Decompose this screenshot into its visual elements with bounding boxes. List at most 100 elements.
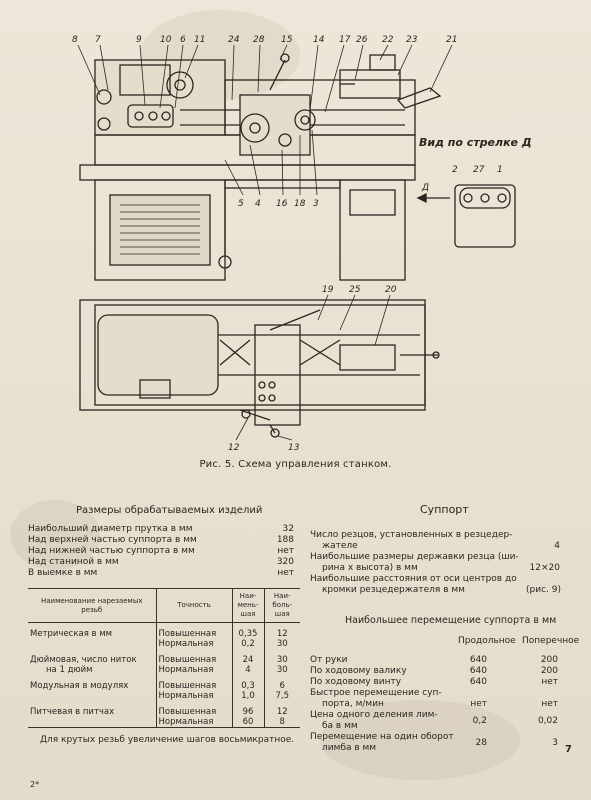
page-number: 7 (565, 744, 572, 755)
min-cell: 4 (231, 665, 264, 675)
min-cell: 60 (231, 717, 264, 728)
dimension-value: 320 (276, 557, 294, 567)
max-cell: 30 (263, 665, 300, 675)
callout-label: 18 (294, 199, 306, 209)
max-cell: 8 (263, 717, 300, 728)
movement-trans: нет (541, 677, 558, 687)
movement-trans: нет (541, 699, 558, 709)
max-cell: 7,5 (263, 691, 300, 701)
precision-cell: Нормальная (155, 639, 232, 649)
callout-label: 14 (313, 35, 325, 45)
support-label: Наибольшие расстояния от оси центров до (310, 574, 517, 584)
dimension-value: 32 (282, 524, 294, 534)
callout-label: 23 (406, 35, 418, 45)
min-cell: 0,3 (231, 681, 264, 691)
dimension-value: нет (277, 568, 294, 578)
callout-label: 7 (95, 35, 101, 45)
min-cell: 1,0 (231, 691, 264, 701)
support-label: рина x высота) в мм (322, 563, 418, 573)
thread-name: на 1 дюйм (46, 665, 93, 675)
movement-trans: 200 (540, 655, 558, 665)
precision-cell: Нормальная (155, 691, 232, 701)
max-cell: 6 (263, 681, 300, 691)
callout-label: 26 (356, 35, 368, 45)
support-value: 4 (554, 541, 560, 551)
callout-label: 22 (382, 35, 394, 45)
table-row: Нормальная 1,0 7,5 (28, 691, 300, 701)
callout-label: 20 (385, 285, 397, 295)
movement-trans: 0,02 (537, 716, 558, 726)
movement-trans: 200 (540, 666, 558, 676)
callout-label: 4 (255, 199, 261, 209)
dimension-label: Над верхней частью суппорта в мм (28, 535, 197, 545)
precision-cell: Нормальная (155, 665, 232, 675)
col-header-transverse: Поперечное (522, 636, 580, 646)
callout-label: 15 (281, 35, 293, 45)
precision-cell: Повышенная (155, 681, 232, 691)
movement-label: Цена одного деления лим- (310, 710, 438, 720)
support-value: 12×20 (529, 563, 560, 573)
callout-label: 19 (322, 285, 334, 295)
movement-long: 640 (469, 666, 487, 676)
callout-label: 28 (253, 35, 265, 45)
movement-label: Перемещение на один оборот (310, 732, 454, 742)
col-header: Наи-боль-шая (263, 588, 300, 623)
table-header-row: Наименование нарезаемых резьб Точность Н… (28, 588, 300, 623)
movement-long: 640 (469, 677, 487, 687)
movement-trans: 3 (552, 738, 558, 748)
movement-title: Наибольшее перемещение суппорта в мм (345, 615, 557, 626)
movement-long: нет (470, 699, 487, 709)
table-row: Метрическая в мм Повышенная 0,35 12 (28, 629, 300, 639)
callout-label: 2 (452, 165, 458, 175)
callout-label: 12 (228, 443, 240, 453)
movement-long: 0,2 (472, 716, 487, 726)
thread-name: Модульная в модулях (30, 681, 129, 691)
precision-cell: Повышенная (155, 707, 232, 717)
support-label: Наибольшие размеры державки резца (ши- (310, 552, 519, 562)
callout-label: 8 (72, 35, 78, 45)
view-arrow-label: Вид по стрелке Д (419, 136, 532, 149)
movement-label: По ходовому валику (310, 666, 407, 676)
max-cell: 30 (263, 639, 300, 649)
callout-label: 25 (349, 285, 361, 295)
table-row: Модульная в модулях Повышенная 0,3 6 (28, 681, 300, 691)
table-row: Нормальная 60 8 (28, 717, 300, 728)
thread-name: Питчевая в питчах (30, 707, 115, 717)
col-header-longitudinal: Продольное (458, 636, 516, 646)
callout-label: 3 (313, 199, 319, 209)
threads-table: Наименование нарезаемых резьб Точность Н… (28, 588, 300, 728)
min-cell: 0,2 (231, 639, 264, 649)
table-row: на 1 дюйм Нормальная 4 30 (28, 665, 300, 675)
movement-label: По ходовому винту (310, 677, 402, 687)
movement-long: 28 (475, 738, 487, 748)
precision-cell: Повышенная (155, 655, 232, 665)
lathe-control-diagram: 8 7 9 10 6 11 24 28 15 14 17 26 22 23 21… (72, 35, 516, 453)
min-cell: 0,35 (231, 629, 264, 639)
dimension-value: нет (277, 546, 294, 556)
col-header: Точность (155, 588, 232, 623)
dimension-label: В выемке в мм (28, 568, 98, 578)
dimension-label: Наибольший диаметр прутка в мм (28, 524, 193, 534)
figure-caption: Рис. 5. Схема управления станком. (199, 459, 392, 470)
dimensions-title: Размеры обрабатываемых изделий (76, 505, 263, 516)
table-note: Для крутых резьб увеличение шагов восьми… (40, 735, 295, 745)
callout-label: 10 (160, 35, 172, 45)
col-header: Наи-мень-шая (231, 588, 264, 623)
callout-label: 6 (180, 35, 186, 45)
callout-label: 11 (194, 35, 205, 45)
support-label: жателе (322, 541, 358, 551)
callout-label: 17 (339, 35, 351, 45)
movement-label: Быстрое перемещение суп- (310, 688, 442, 698)
movement-long: 640 (469, 655, 487, 665)
dimension-value: 188 (276, 535, 294, 545)
arrow-label: Д (421, 183, 429, 193)
col-header: Наименование нарезаемых резьб (28, 588, 156, 623)
table-row: Дюймовая, число ниток Повышенная 24 30 (28, 655, 300, 665)
callout-label: 9 (136, 35, 142, 45)
table-row: Нормальная 0,2 30 (28, 639, 300, 649)
callout-label: 16 (276, 199, 288, 209)
movement-label: лимба в мм (322, 743, 377, 753)
table-row: Питчевая в питчах Повышенная 96 12 (28, 707, 300, 717)
max-cell: 30 (263, 655, 300, 665)
